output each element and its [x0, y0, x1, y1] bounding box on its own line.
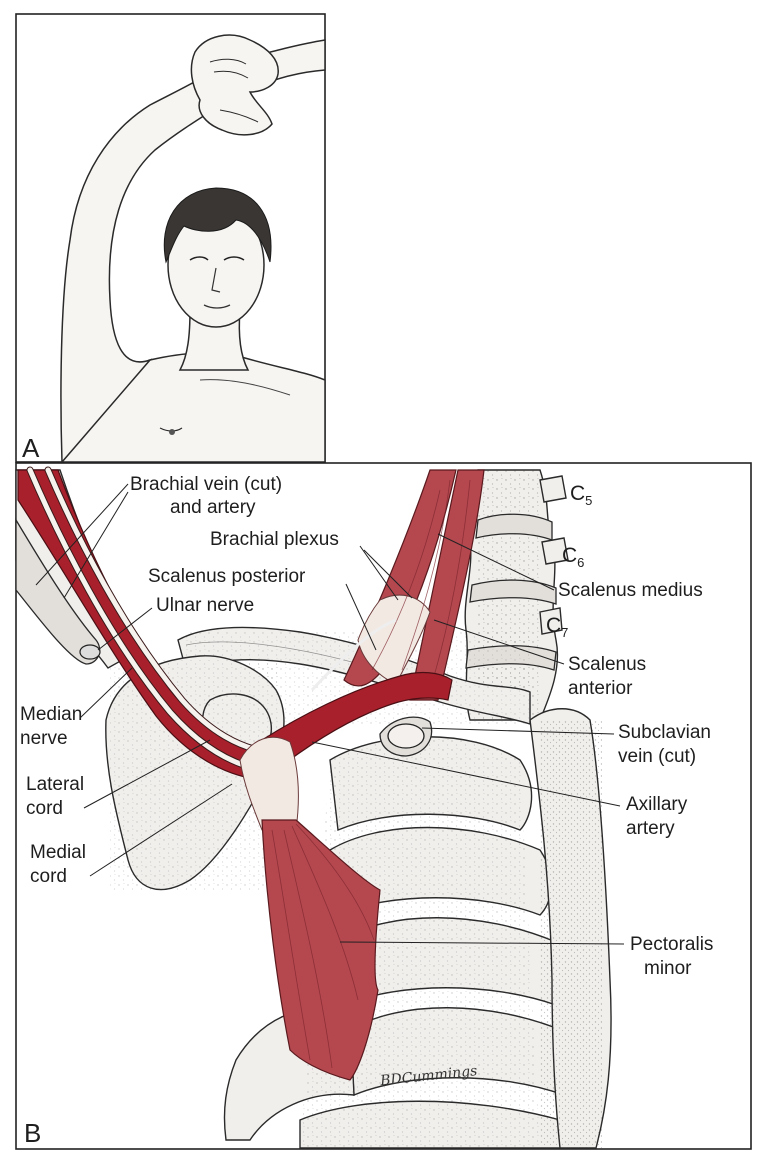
- figure-neck: [178, 309, 250, 371]
- vertebra-label-c5: C5: [570, 482, 592, 508]
- leader-scalenus-anterior: [433, 619, 565, 665]
- leader-pectoralis-minor: [339, 941, 625, 945]
- svg-text:C6: C6: [562, 544, 584, 570]
- leader-scalenus-posterior: [345, 583, 377, 651]
- label-scalenus-anterior-line1: Scalenus: [568, 654, 646, 675]
- figure-hair: [163, 187, 272, 264]
- pectoralis-minor-muscle: [239, 736, 381, 1081]
- panel-a-letter: A: [22, 433, 40, 463]
- leader-ulnar-nerve: [97, 607, 153, 651]
- label-ulnar-nerve: Ulnar nerve: [156, 595, 254, 616]
- leader-lateral-cord: [83, 739, 211, 809]
- label-lateral-cord-line1: Lateral: [26, 774, 84, 795]
- label-brachial-vein-line1: Brachial vein (cut): [130, 474, 282, 495]
- ulnar-nerve-strand: [27, 467, 265, 773]
- leader-axillary-artery: [311, 741, 621, 807]
- leader-subclavian-vein: [421, 727, 615, 735]
- label-brachial-vein-line2: and artery: [170, 497, 256, 518]
- label-scalenus-anterior-line2: anterior: [568, 678, 633, 699]
- label-axillary-artery-line2: artery: [626, 818, 675, 839]
- label-subclavian-vein-line1: Subclavian: [618, 722, 711, 743]
- scalenus-medius-muscle: [409, 469, 485, 701]
- label-median-nerve-line1: Median: [20, 704, 82, 725]
- label-brachial-plexus: Brachial plexus: [210, 529, 339, 550]
- label-subclavian-vein-line2: vein (cut): [618, 746, 696, 767]
- vertebra-label-c7: C7: [546, 614, 568, 640]
- svg-text:C7: C7: [546, 614, 568, 640]
- label-pectoralis-minor-line2: minor: [644, 958, 692, 979]
- label-median-nerve-line2: nerve: [20, 728, 68, 749]
- subclavian-vein-cut: [379, 716, 433, 757]
- label-axillary-artery-line1: Axillary: [626, 794, 688, 815]
- label-scalenus-medius: Scalenus medius: [558, 580, 703, 601]
- median-nerve-strand: [45, 467, 271, 755]
- panel-a: A: [15, 13, 326, 464]
- leader-brachial-vein: [35, 483, 129, 586]
- label-lateral-cord-line2: cord: [26, 798, 63, 819]
- label-scalenus-posterior: Scalenus posterior: [148, 566, 306, 587]
- figure-hands: [190, 34, 279, 136]
- vertebra-label-c6: C6: [562, 544, 584, 570]
- panel-b-letter: B: [24, 1118, 41, 1148]
- leader-brachial-plexus-1: [359, 545, 399, 601]
- leader-median-nerve: [79, 667, 133, 719]
- panel-b: Brachial vein (cut) and artery Brachial …: [15, 462, 752, 1150]
- label-medial-cord-line1: Medial: [30, 842, 86, 863]
- label-pectoralis-minor-line1: Pectoralis: [630, 934, 713, 955]
- scalene-muscles: [310, 469, 485, 701]
- leader-brachial-plexus-2: [363, 549, 413, 599]
- svg-text:C5: C5: [570, 482, 592, 508]
- label-medial-cord-line2: cord: [30, 866, 67, 887]
- leader-brachial-artery: [63, 491, 129, 599]
- leader-scalenus-medius: [437, 533, 555, 591]
- axillary-artery: [261, 671, 453, 771]
- leader-medial-cord: [89, 783, 233, 877]
